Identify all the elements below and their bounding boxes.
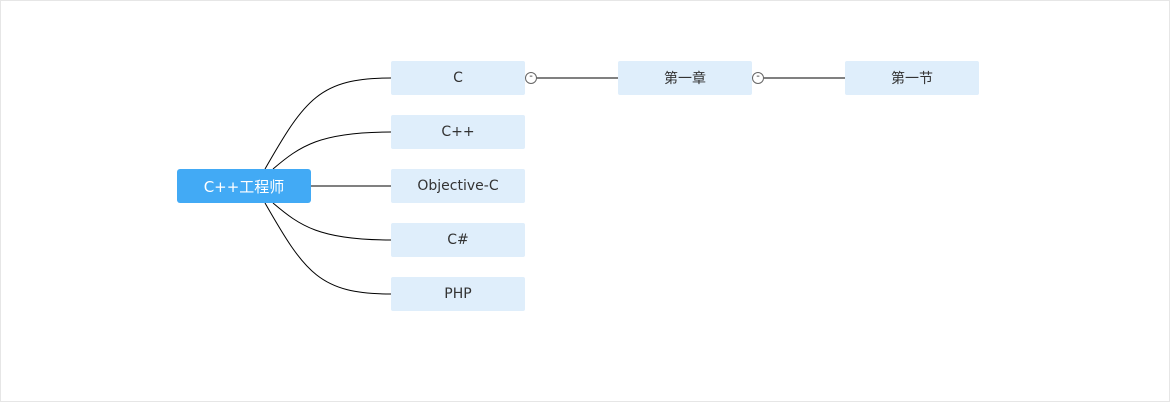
connector-root-to-csharp: [272, 202, 392, 241]
branch-node-php[interactable]: PHP: [391, 277, 525, 311]
branch-node-c[interactable]: C: [391, 61, 525, 95]
connector-root-to-cpp: [272, 131, 392, 170]
section-node[interactable]: 第一节: [845, 61, 979, 95]
chapter-node[interactable]: 第一章: [618, 61, 752, 95]
branch-node-csharp[interactable]: C#: [391, 223, 525, 257]
root-node[interactable]: C++工程师: [177, 169, 311, 203]
branch-node-cpp[interactable]: C++: [391, 115, 525, 149]
branch-node-objective-c[interactable]: Objective-C: [391, 169, 525, 203]
collapse-toggle-c[interactable]: -: [525, 72, 537, 84]
connector-root-to-c: [264, 77, 392, 170]
collapse-toggle-chapter[interactable]: -: [752, 72, 764, 84]
connector-root-to-php: [264, 202, 392, 295]
